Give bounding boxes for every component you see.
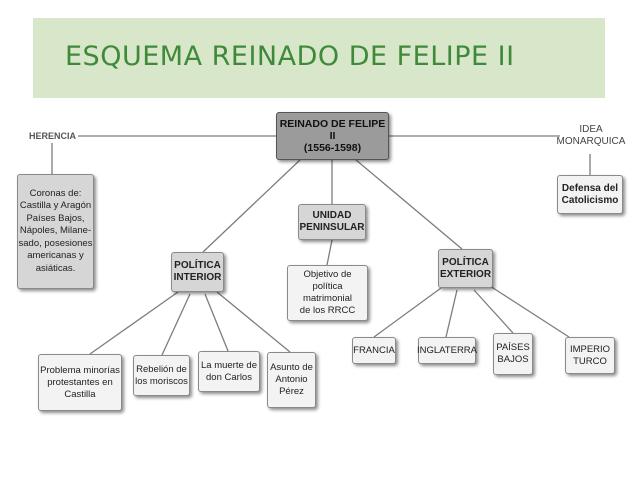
connector-exterior-item3 [473, 289, 514, 334]
connector-root-exterior [355, 159, 463, 250]
unidad-node: UNIDAD PENINSULAR [298, 204, 366, 240]
connector-exterior-item1 [373, 287, 442, 338]
title-banner: ESQUEMA REINADO DE FELIPE II [33, 18, 605, 98]
objetivo-node: Objetivo de política matrimonial de los … [287, 265, 368, 321]
exterior-item-imperio-turco: IMPERIO TURCO [565, 337, 615, 374]
connector-exterior-item4 [489, 285, 570, 338]
connector-exterior-item2 [445, 289, 458, 338]
herencia-label: HERENCIA [28, 131, 76, 141]
exterior-node: POLÍTICA EXTERIOR [438, 249, 493, 288]
exterior-item-francia: FRANCIA [352, 337, 396, 364]
connector-interior-item2 [161, 293, 191, 356]
exterior-item-paises-bajos: PAÍSES BAJOS [493, 333, 533, 375]
connector-unidad-objetivo [326, 239, 333, 266]
coronas-node: Coronas de: Castilla y Aragón Países Baj… [17, 174, 94, 289]
defensa-node: Defensa del Catolicismo [557, 175, 623, 214]
page-title: ESQUEMA REINADO DE FELIPE II [65, 41, 515, 72]
connector-interior-item4 [216, 291, 291, 353]
exterior-item-inglaterra: INGLATERRA [417, 337, 477, 364]
interior-item-don-carlos: La muerte de don Carlos [198, 351, 260, 392]
connector-interior-item1 [89, 291, 179, 355]
connector-root-interior [202, 159, 301, 253]
interior-node: POLÍTICA INTERIOR [171, 252, 224, 292]
idea-label: IDEA MONARQUICA [556, 124, 626, 147]
root-node: REINADO DE FELIPE II (1556-1598) [276, 112, 389, 160]
interior-item-minorias: Problema minorías protestantes en Castil… [38, 354, 122, 411]
interior-item-antonio-perez: Asunto de Antonio Pérez [267, 352, 316, 408]
connector-interior-item3 [204, 293, 229, 352]
interior-item-moriscos: Rebelión de los moriscos [133, 355, 190, 396]
